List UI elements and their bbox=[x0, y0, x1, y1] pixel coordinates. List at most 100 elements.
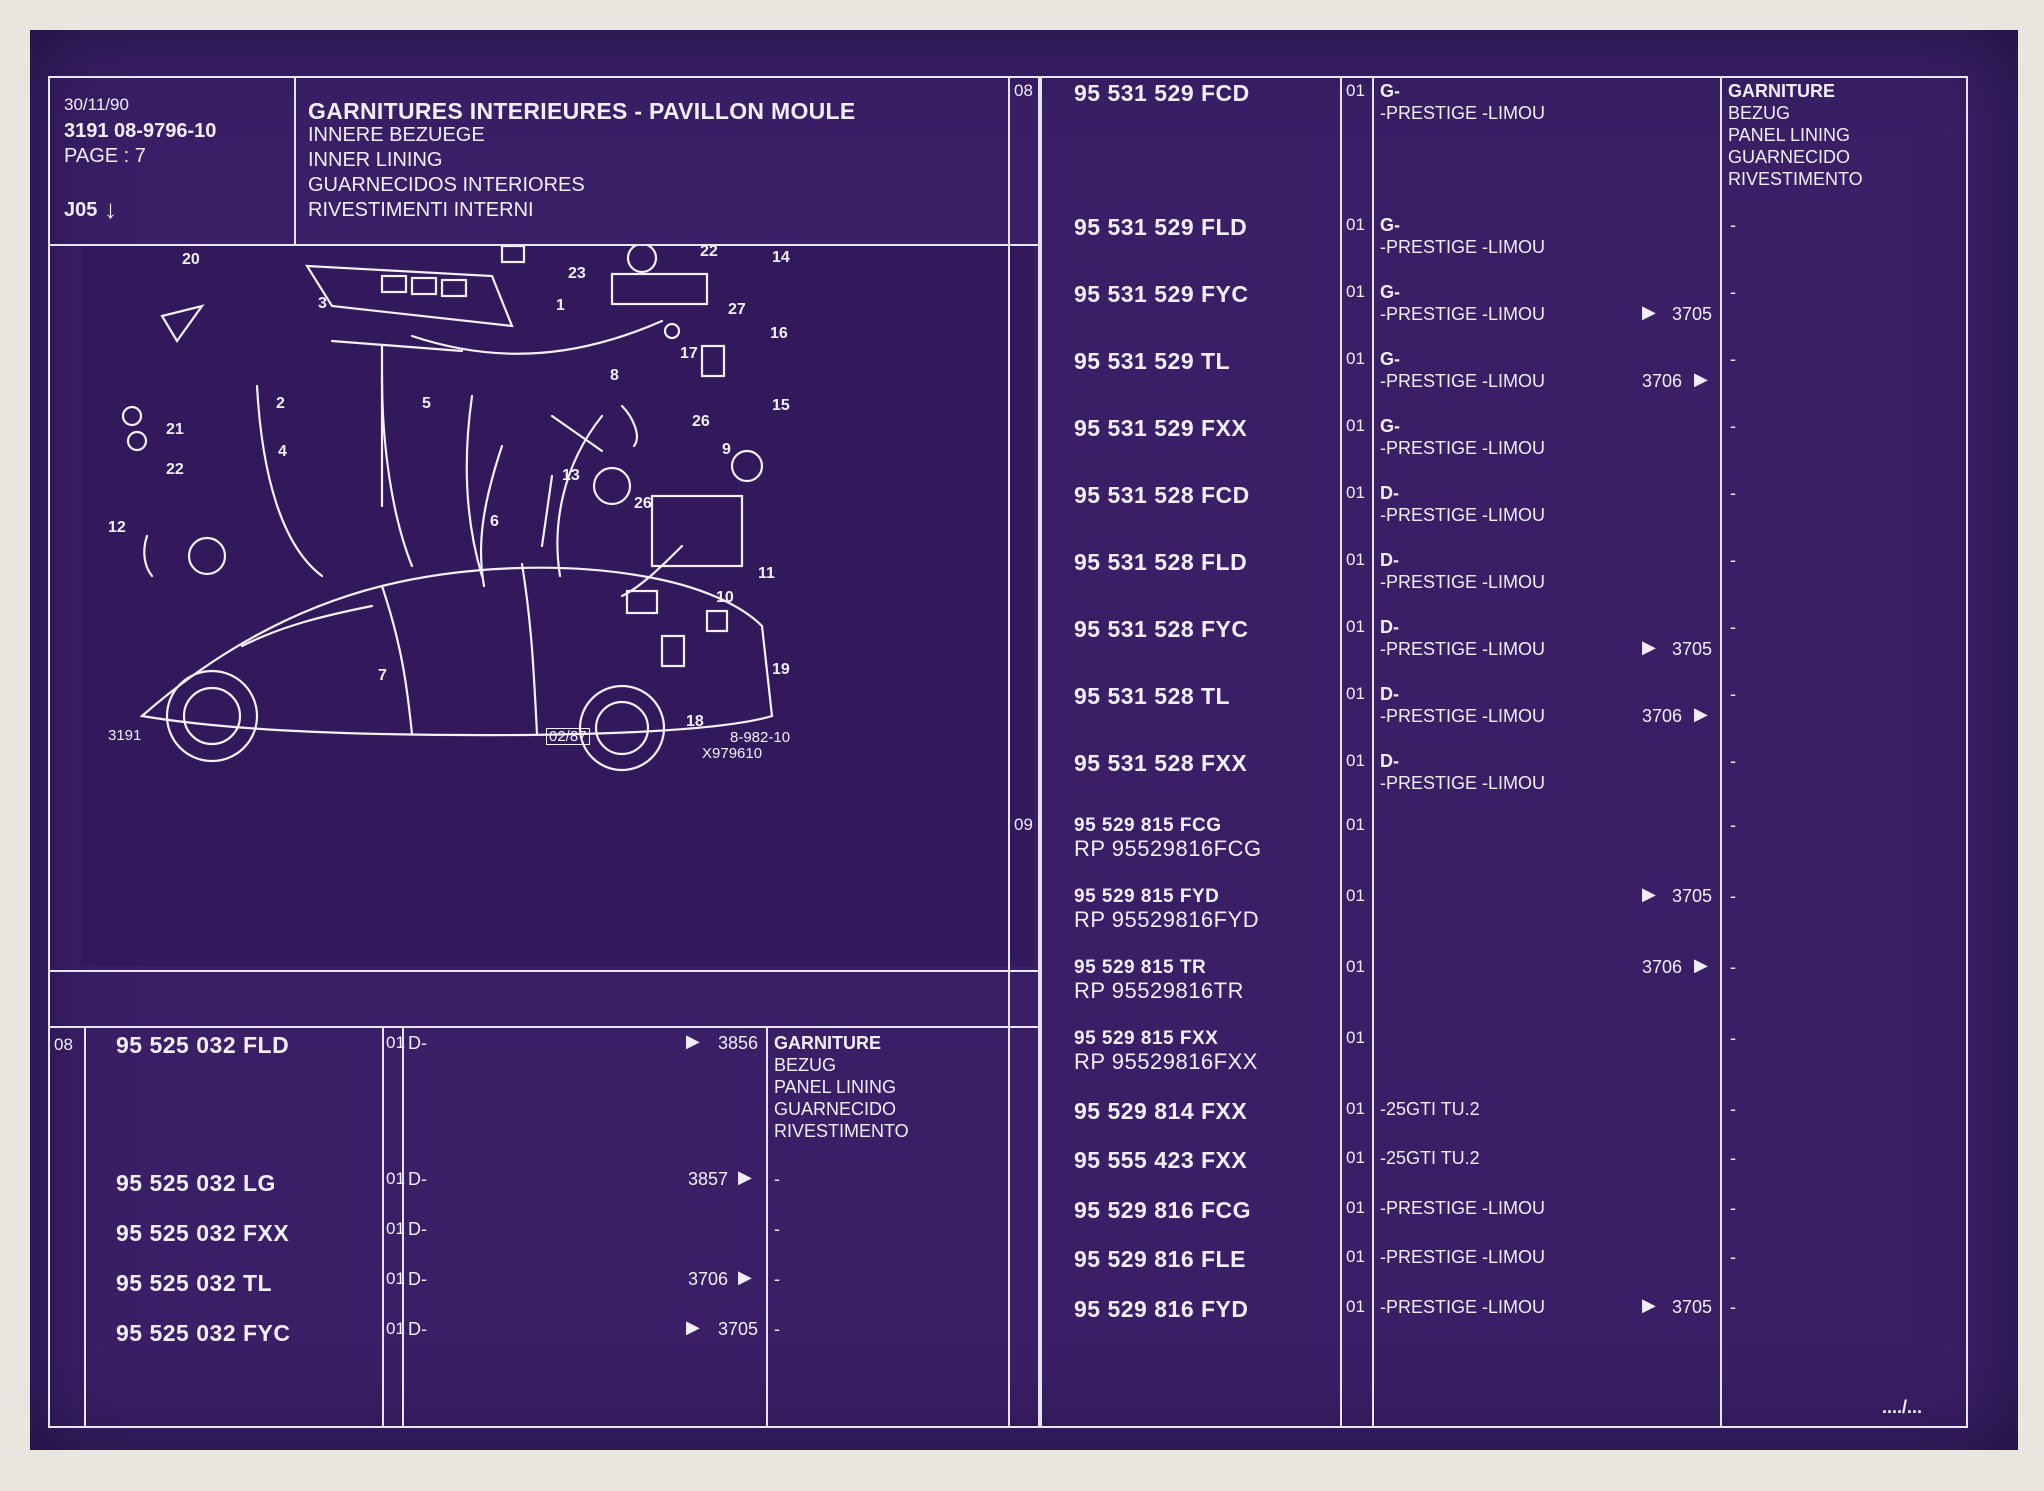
callout-8: 8 bbox=[610, 367, 619, 384]
r08-row-7-ref: 3705 bbox=[1672, 639, 1713, 659]
page-title: GARNITURES INTERIEURES - PAVILLON MOULE bbox=[308, 98, 856, 124]
r09b-row-3-dash: - bbox=[1730, 1247, 1736, 1267]
left-row-1-desc: D- bbox=[408, 1169, 427, 1189]
title-line-en: INNER LINING bbox=[308, 149, 443, 171]
car-pillar-rear bbox=[520, 562, 539, 736]
front-wheel bbox=[165, 669, 259, 763]
arc-6 bbox=[479, 444, 504, 588]
play-arrow-icon: ▶ bbox=[738, 1167, 752, 1187]
r08-row-2-qty: 01 bbox=[1346, 282, 1365, 301]
r08-row-5-qty: 01 bbox=[1346, 483, 1365, 502]
car-window-line bbox=[240, 604, 374, 648]
r09-row-3-qty: 01 bbox=[1346, 1028, 1365, 1047]
header-divider bbox=[48, 244, 1040, 246]
r08-row-1-dash: - bbox=[1730, 215, 1736, 235]
arc-3 bbox=[255, 384, 324, 578]
right-designation-1: BEZUG bbox=[1728, 103, 1791, 123]
r09-row-2-rp: RP 95529816TR bbox=[1074, 978, 1244, 1003]
right-group-09: 09 bbox=[1014, 815, 1033, 834]
callout-21: 21 bbox=[166, 421, 184, 438]
r09b-row-0-part: 95 529 814 FXX bbox=[1074, 1098, 1248, 1124]
r08-row-9-qty: 01 bbox=[1346, 751, 1365, 770]
callout-16: 16 bbox=[770, 325, 788, 342]
r08-row-5-desc: -PRESTIGE -LIMOU bbox=[1380, 505, 1546, 525]
left-table-top-line bbox=[48, 1026, 1040, 1028]
r09b-row-4-desc: -PRESTIGE -LIMOU bbox=[1380, 1297, 1546, 1317]
part-21 bbox=[121, 405, 143, 427]
right-col-desc bbox=[1720, 76, 1722, 1428]
left-designation-0: GARNITURE bbox=[774, 1033, 881, 1053]
right-designation-2: PANEL LINING bbox=[1728, 125, 1851, 145]
play-arrow-icon: ▶ bbox=[1694, 369, 1708, 389]
left-row-2-part: 95 525 032 FXX bbox=[116, 1220, 290, 1246]
right-col-part bbox=[1340, 76, 1342, 1428]
headliner-panel bbox=[304, 264, 514, 328]
right-col-qty bbox=[1372, 76, 1374, 1428]
callout-6: 6 bbox=[490, 513, 499, 530]
r08-row-2-dash: - bbox=[1730, 282, 1736, 302]
diagram-footer-right: 8-982-10 bbox=[730, 729, 791, 746]
r08-row-6-qty: 01 bbox=[1346, 550, 1365, 569]
r08-row-8-side: D- bbox=[1380, 684, 1399, 704]
r08-row-6-desc: -PRESTIGE -LIMOU bbox=[1380, 572, 1546, 592]
callout-11: 11 bbox=[758, 565, 775, 582]
left-row-2-desc: D- bbox=[408, 1219, 427, 1239]
left-group-08: 08 bbox=[54, 1035, 73, 1054]
r08-row-3-part: 95 531 529 TL bbox=[1074, 348, 1231, 374]
car-interior-diagram-svg bbox=[121, 246, 774, 772]
diagram-footer-left: 3191 bbox=[108, 727, 142, 744]
r09-row-0-rp: RP 95529816FCG bbox=[1074, 836, 1262, 861]
part-10 bbox=[625, 589, 659, 615]
r09-row-3-part: 95 529 815 FXX bbox=[1074, 1028, 1219, 1049]
left-row-1-part: 95 525 032 LG bbox=[116, 1170, 276, 1196]
part-17-knob bbox=[730, 449, 764, 483]
part-8 bbox=[550, 414, 604, 453]
part-23 bbox=[626, 246, 658, 274]
r08-row-5-dash: - bbox=[1730, 483, 1736, 503]
down-arrow-icon: ↓ bbox=[104, 194, 117, 224]
arc-5 bbox=[465, 394, 484, 578]
r09b-row-2-dash: - bbox=[1730, 1198, 1736, 1218]
left-row-0-qty: 01 bbox=[386, 1033, 405, 1052]
right-designation-0: GARNITURE bbox=[1728, 81, 1835, 101]
left-row-2-dash: - bbox=[774, 1219, 780, 1239]
r09b-row-3-qty: 01 bbox=[1346, 1247, 1365, 1266]
callout-10: 10 bbox=[716, 589, 734, 606]
right-group-08: 08 bbox=[1014, 81, 1033, 100]
part-16 bbox=[700, 344, 726, 378]
r09-row-1-rp: RP 95529816FYD bbox=[1074, 907, 1260, 932]
r09-row-3-rp: RP 95529816FXX bbox=[1074, 1049, 1258, 1074]
exploded-diagram: 20 3 23 1 22 14 27 16 17 8 5 2 15 21 26 … bbox=[82, 244, 1034, 966]
r09b-row-1-qty: 01 bbox=[1346, 1148, 1365, 1167]
r09-row-2-part: 95 529 815 TR bbox=[1074, 957, 1207, 978]
callout-24: 23 bbox=[568, 265, 586, 282]
r08-row-6-part: 95 531 528 FLD bbox=[1074, 549, 1248, 575]
r08-row-5-part: 95 531 528 FCD bbox=[1074, 482, 1250, 508]
r08-row-8-ref: 3706 bbox=[1642, 706, 1683, 726]
r08-row-0-desc: -PRESTIGE -LIMOU bbox=[1380, 103, 1546, 123]
callout-12: 12 bbox=[108, 519, 126, 536]
left-row-3-desc: D- bbox=[408, 1269, 427, 1289]
diagram-footer-mid: 02/87 bbox=[546, 728, 590, 745]
r08-row-1-side: G- bbox=[1380, 215, 1400, 235]
header-code: J05 bbox=[64, 199, 98, 221]
r09b-row-0-desc: -25GTI TU.2 bbox=[1380, 1099, 1480, 1119]
left-col-line-1 bbox=[84, 1028, 86, 1428]
left-row-0-desc: D- bbox=[408, 1033, 427, 1053]
r08-row-0-qty: 01 bbox=[1346, 81, 1365, 100]
left-row-4-part: 95 525 032 FYC bbox=[116, 1320, 291, 1346]
callout-19: 19 bbox=[772, 661, 790, 678]
r08-row-1-part: 95 531 529 FLD bbox=[1074, 214, 1248, 240]
play-arrow-icon: ▶ bbox=[1642, 302, 1656, 322]
left-col-line-4 bbox=[766, 1028, 768, 1428]
right-designation-3: GUARNECIDO bbox=[1728, 147, 1851, 167]
left-col-line-3 bbox=[402, 1028, 404, 1428]
left-row-3-part: 95 525 032 TL bbox=[116, 1270, 273, 1296]
part-13 bbox=[540, 474, 554, 548]
r08-row-3-desc: -PRESTIGE -LIMOU bbox=[1380, 371, 1546, 391]
play-arrow-icon: ▶ bbox=[1642, 884, 1656, 904]
r08-row-0-side: G- bbox=[1380, 81, 1400, 101]
r09b-row-4-ref: 3705 bbox=[1672, 1297, 1713, 1317]
r08-row-7-part: 95 531 528 FYC bbox=[1074, 616, 1249, 642]
right-panel-frame bbox=[1008, 76, 1968, 1428]
